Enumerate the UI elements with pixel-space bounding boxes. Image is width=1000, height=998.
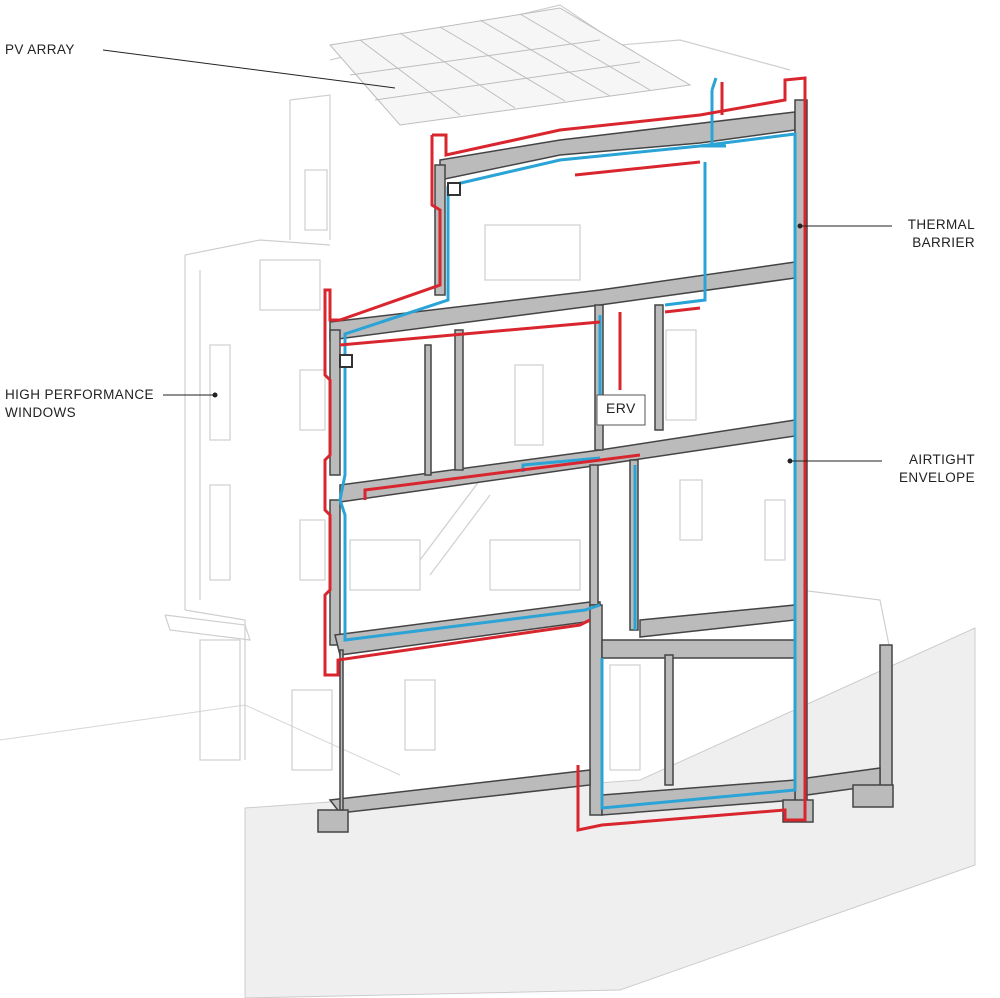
structure	[317, 99, 894, 833]
pv-array-label: PV ARRAY	[5, 42, 75, 57]
airtight-envelope-label: AIRTIGHT ENVELOPE	[899, 452, 975, 485]
ghost-building	[164, 4, 891, 771]
leader-dots	[212, 223, 803, 464]
erv-unit	[339, 182, 646, 426]
thermal-barrier-line	[323, 76, 807, 832]
ground	[0, 627, 976, 998]
high-performance-windows-label: HIGH PERFORMANCE WINDOWS	[5, 387, 154, 420]
thermal-barrier-label: THERMAL BARRIER	[907, 217, 975, 250]
erv-label: ERV	[606, 400, 636, 416]
airtight-envelope-line	[338, 77, 797, 810]
pv-array	[329, 7, 692, 126]
leader-lines	[102, 49, 892, 462]
